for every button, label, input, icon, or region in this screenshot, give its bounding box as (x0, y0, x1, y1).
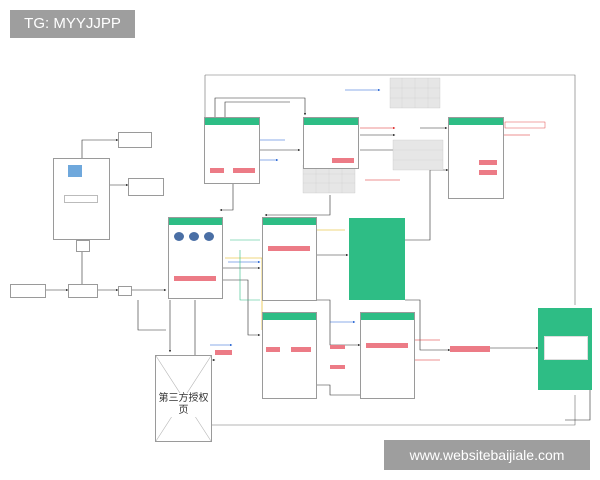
image-placeholder-icon (68, 165, 82, 177)
third-party-auth-label: 第三方授权页 (156, 393, 211, 417)
start-node (10, 284, 46, 298)
screen-verify (303, 117, 359, 169)
screen-header (263, 313, 316, 320)
screen-onboarding (53, 158, 110, 240)
flow-node-side (128, 178, 164, 196)
decision-node (118, 286, 132, 296)
home-screen (349, 218, 405, 300)
onboarding-button (64, 195, 98, 203)
flow-node-top (118, 132, 152, 148)
login-button-alt (233, 168, 255, 173)
login-button (210, 168, 224, 173)
bind-button-1 (266, 347, 280, 352)
confirm-button (366, 343, 408, 348)
screen-login (204, 117, 260, 184)
screen-header (449, 118, 503, 125)
screen-header (263, 218, 316, 225)
screen-header (169, 218, 222, 225)
screen-reset (448, 117, 504, 199)
bind-button-2 (291, 347, 311, 352)
screen-phone-input (262, 217, 317, 301)
join-node (76, 240, 90, 252)
register-button (174, 276, 216, 281)
watermark-bottom: www.websitebaijiale.com (384, 440, 590, 470)
flow-node-entry (68, 284, 98, 298)
avatar-option-3 (204, 232, 214, 241)
right-screen (538, 308, 592, 390)
avatar-option-2 (189, 232, 199, 241)
verify-button (332, 158, 354, 163)
reset-button (479, 160, 497, 165)
screen-register (168, 217, 223, 299)
screen-bind-confirm (360, 312, 415, 399)
screen-header (205, 118, 259, 125)
submit-button (268, 246, 310, 251)
reset-button-2 (479, 170, 497, 175)
watermark-top: TG: MYYJJPP (10, 10, 135, 38)
screen-header (304, 118, 358, 125)
dialog-box (544, 336, 588, 360)
screen-header (361, 313, 414, 320)
screen-bind-phone (262, 312, 317, 399)
avatar-option-1 (174, 232, 184, 241)
third-party-auth-page: 第三方授权页 (155, 355, 212, 442)
